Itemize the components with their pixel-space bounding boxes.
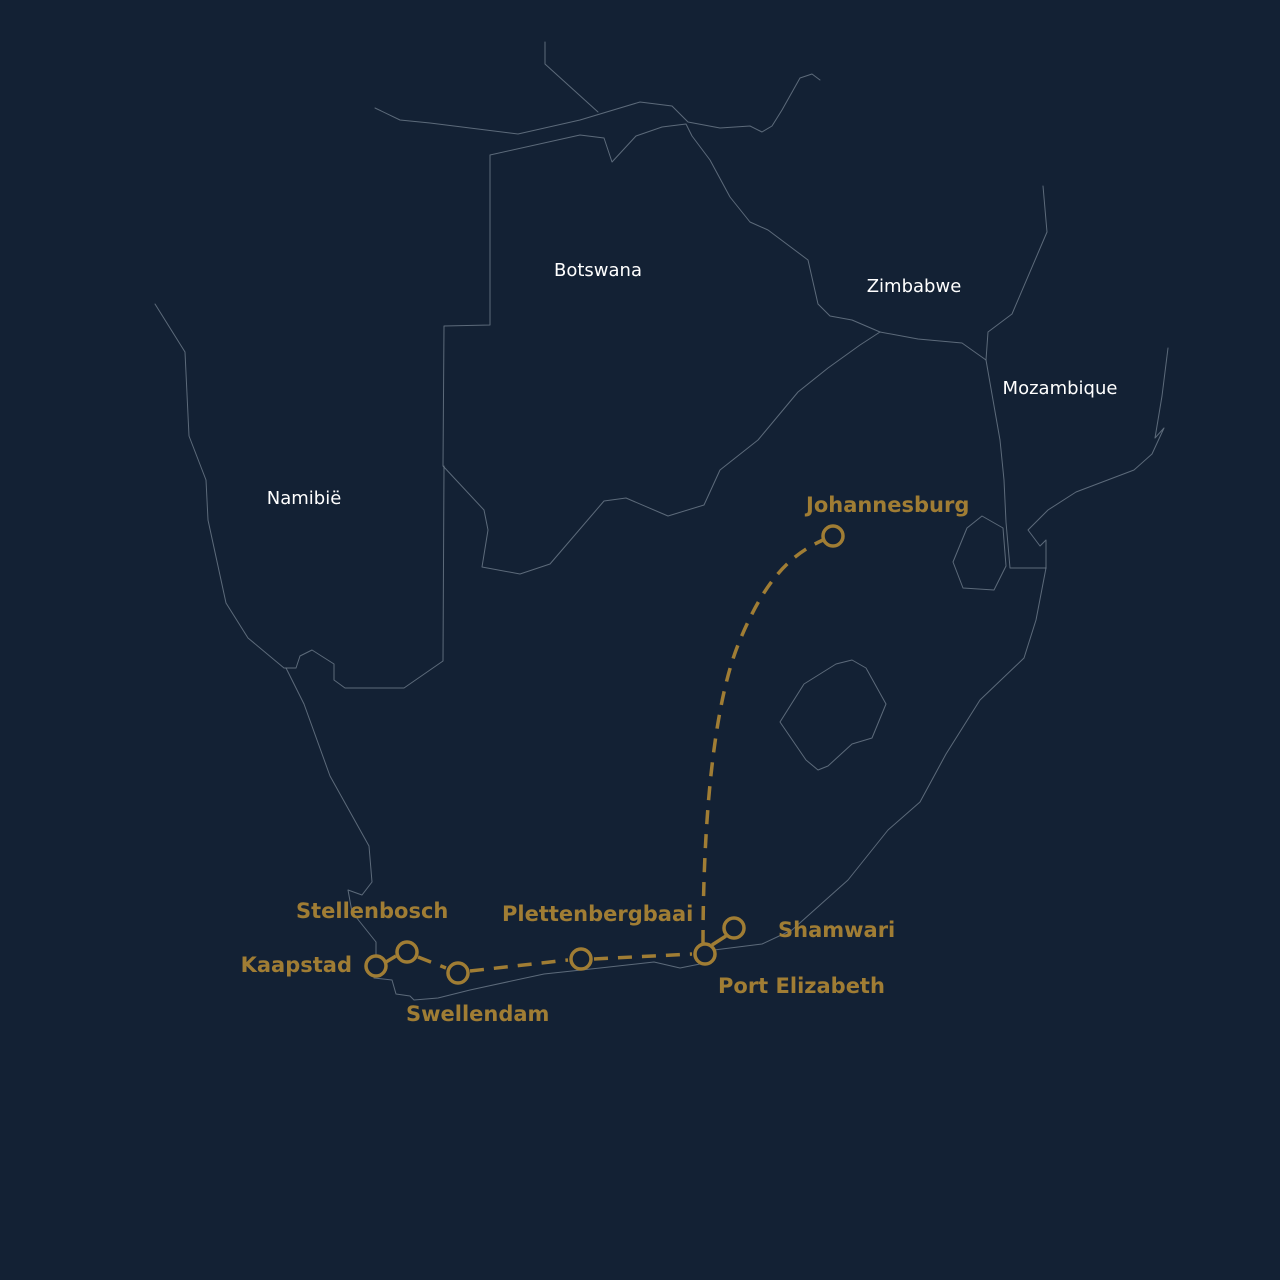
- border-north: [374, 73, 821, 135]
- country-label-botswana: Botswana: [554, 260, 642, 281]
- stop-shamwari[interactable]: [722, 916, 746, 940]
- stop-kaapstad[interactable]: [364, 954, 388, 978]
- border-lesotho: [779, 659, 887, 771]
- stop-stellenbosch[interactable]: [395, 940, 419, 964]
- city-label-port-elizabeth: Port Elizabeth: [718, 974, 885, 998]
- country-label-zimbabwe: Zimbabwe: [867, 276, 962, 297]
- city-label-shamwari: Shamwari: [778, 918, 895, 942]
- stop-port-elizabeth[interactable]: [693, 942, 717, 966]
- stop-johannesburg[interactable]: [821, 524, 845, 548]
- city-label-kaapstad: Kaapstad: [241, 953, 352, 977]
- city-label-johannesburg: Johannesburg: [804, 493, 969, 517]
- stop-plettenbergbaai[interactable]: [569, 947, 593, 971]
- route-segment-port-elizabeth-shamwari: [711, 934, 727, 947]
- route-segment-swellendam-plettenbergbaai: [469, 958, 569, 973]
- map-borders: [154, 41, 1169, 1001]
- coast-mozambique: [1027, 347, 1169, 569]
- city-label-swellendam: Swellendam: [406, 1002, 549, 1026]
- border-botswana: [442, 123, 881, 575]
- border-mozambique-sa: [985, 359, 1047, 569]
- country-label-mozambique: Mozambique: [1003, 378, 1118, 399]
- border-north-branch: [544, 41, 599, 113]
- route-stops: [364, 524, 845, 985]
- city-label-stellenbosch: Stellenbosch: [296, 899, 448, 923]
- border-eswatini: [952, 515, 1007, 591]
- border-zimbabwe-east: [879, 185, 1048, 361]
- route-lines: [385, 538, 824, 973]
- route-segment-port-elizabeth-johannesburg: [701, 538, 824, 945]
- route-segment-plettenbergbaai-port-elizabeth: [593, 952, 693, 961]
- country-labels: Botswana Zimbabwe Mozambique Namibië: [267, 260, 1118, 509]
- country-label-namibia: Namibië: [267, 488, 342, 509]
- border-namibia: [154, 303, 445, 689]
- city-label-plettenbergbaai: Plettenbergbaai: [502, 902, 693, 926]
- route-segment-stellenbosch-swellendam: [417, 955, 447, 970]
- coast-south-africa: [285, 567, 1047, 1001]
- stop-swellendam[interactable]: [446, 961, 470, 985]
- city-labels: Kaapstad Stellenbosch Swellendam Pletten…: [241, 493, 970, 1026]
- route-segment-kaapstad-stellenbosch: [385, 954, 397, 964]
